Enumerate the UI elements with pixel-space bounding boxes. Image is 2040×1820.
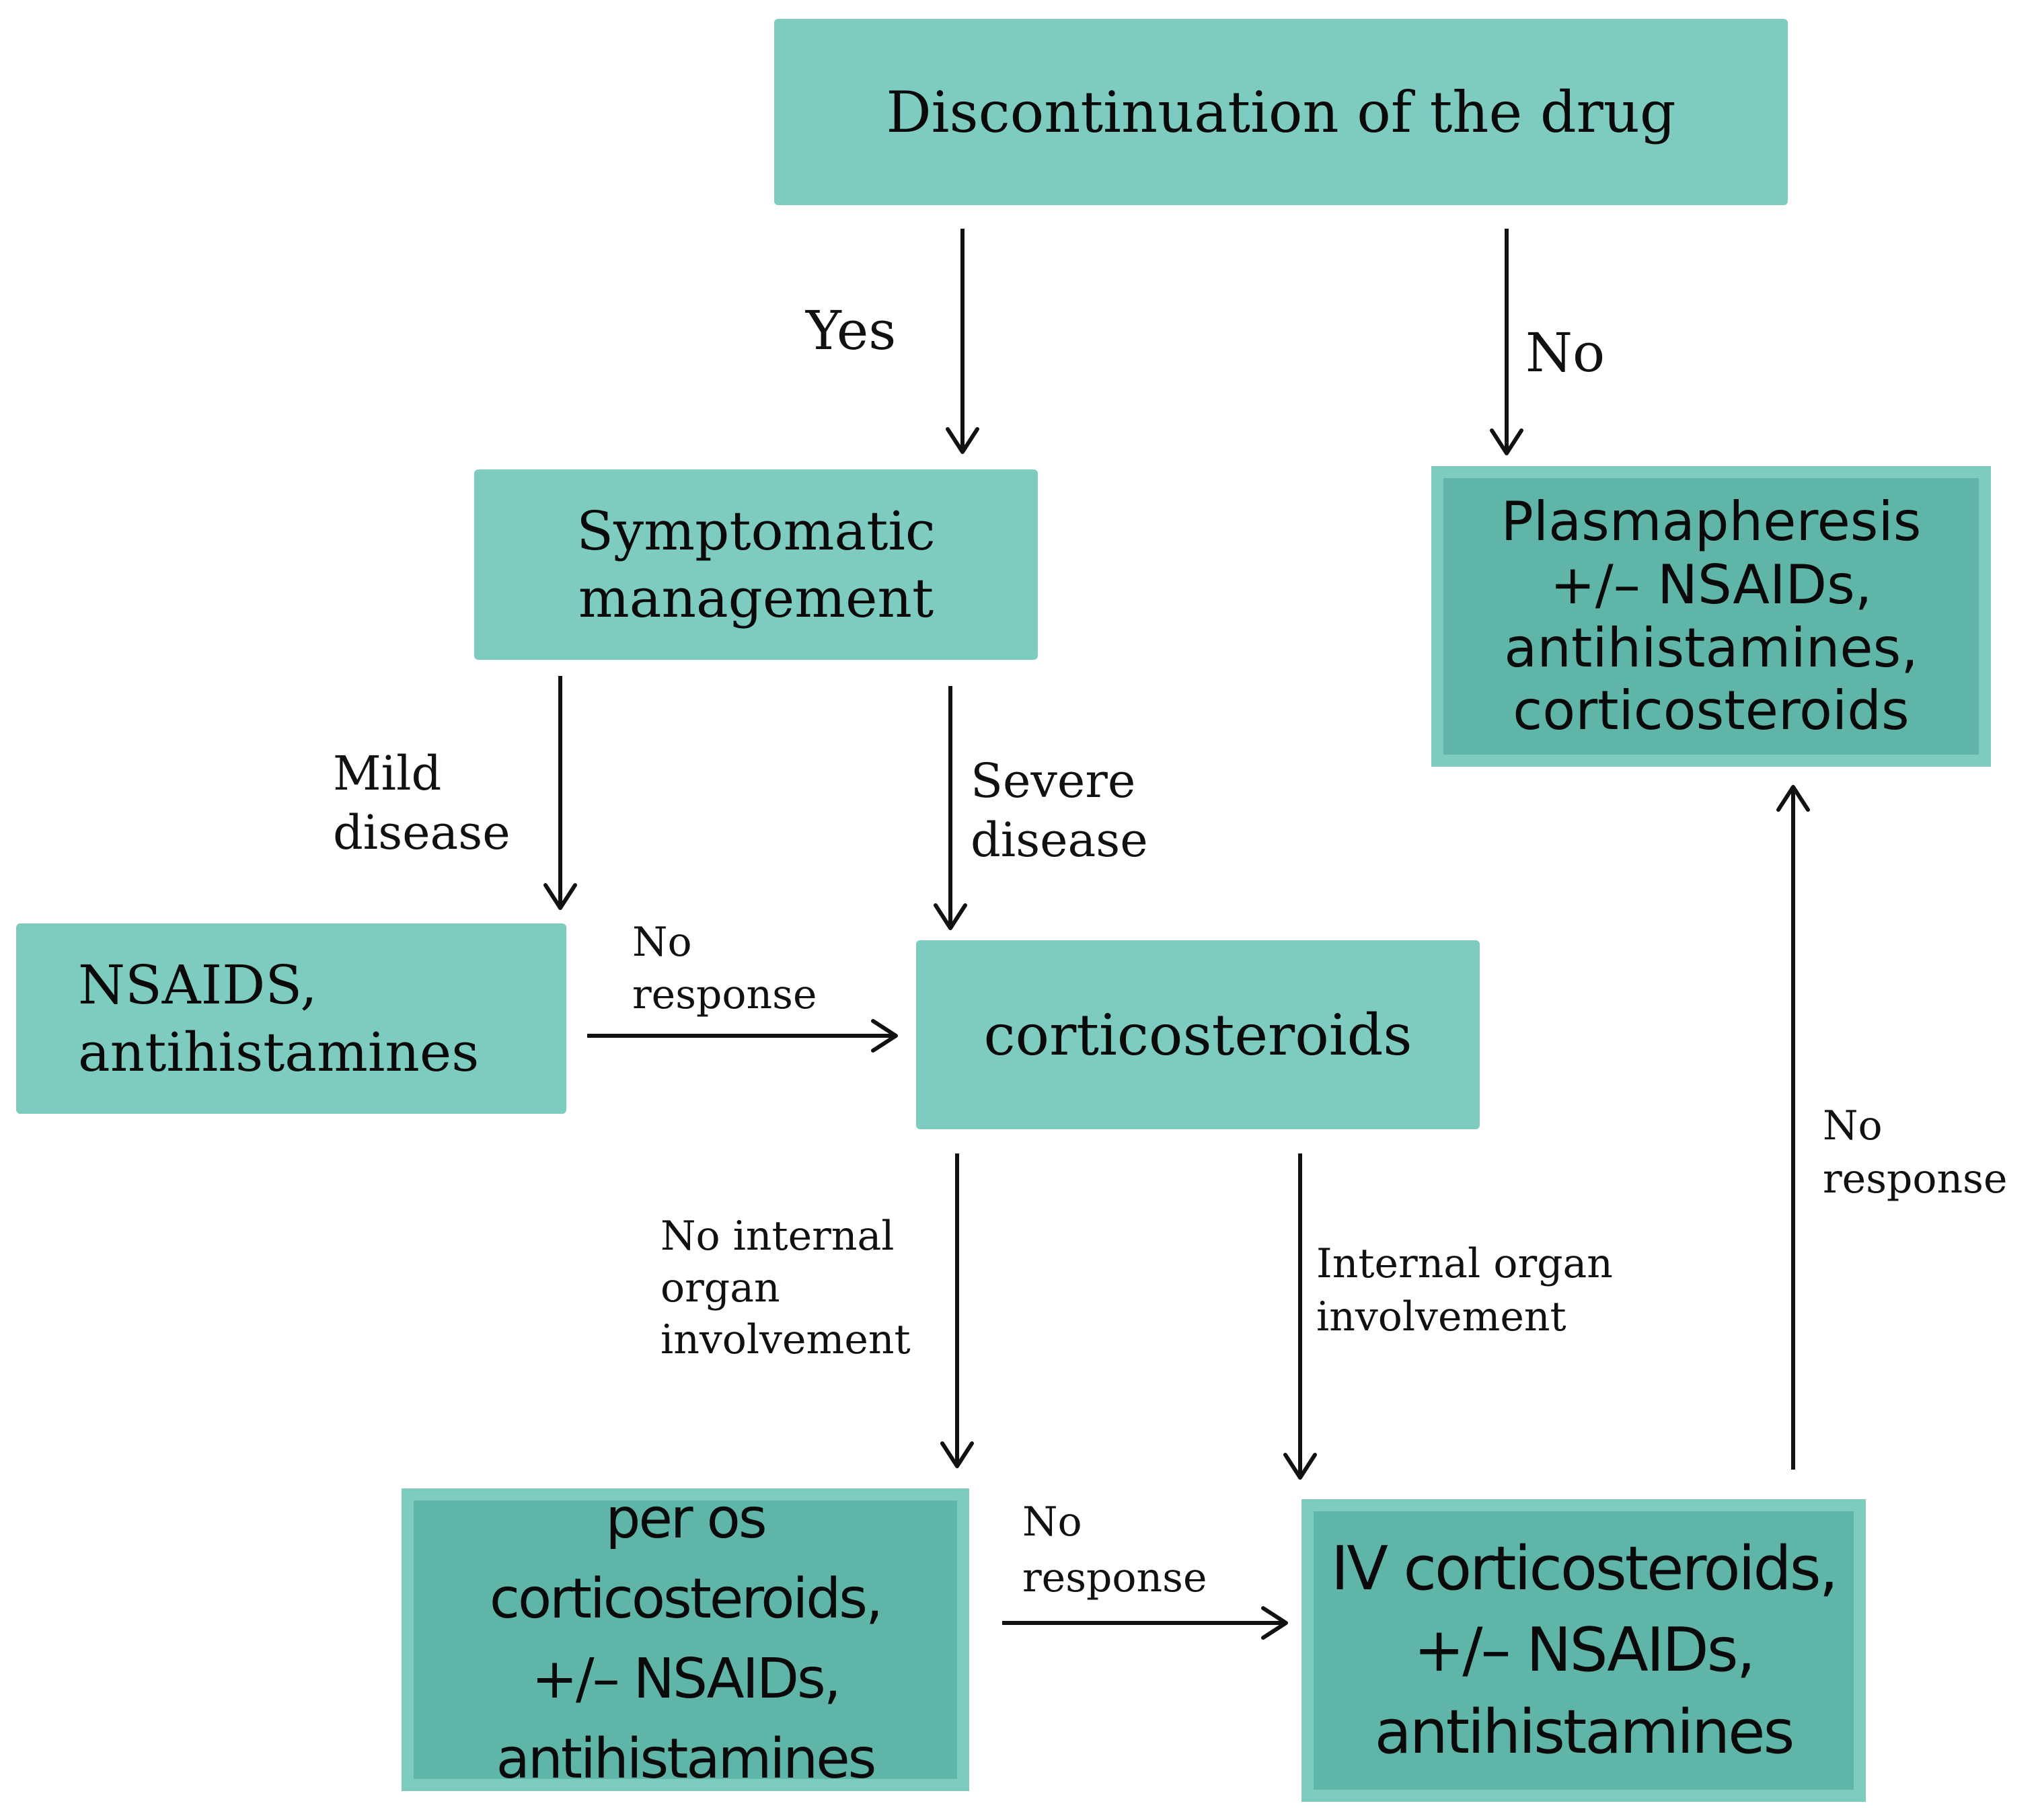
- node-iv-label: IV corticosteroids, +/– NSAIDs, antihist…: [1330, 1533, 1838, 1768]
- edge-label-yes: Yes: [806, 299, 897, 362]
- edge-label-mild-disease: Mild disease: [333, 746, 511, 860]
- arrow-no: [1490, 229, 1523, 455]
- node-per-os-label: per os corticosteroids, +/– NSAIDs, anti…: [489, 1487, 883, 1791]
- node-plasmapheresis: Plasmapheresis +/– NSAIDs, antihistamine…: [1431, 466, 1991, 767]
- edge-label-internal-organ: Internal organ involvement: [1316, 1240, 1613, 1341]
- edge-label-severe-disease: Severe disease: [971, 753, 1148, 868]
- arrow-no-response-2: [1002, 1606, 1288, 1640]
- node-plasmapheresis-label: Plasmapheresis +/– NSAIDs, antihistamine…: [1501, 490, 1922, 743]
- arrow-no-response-1: [587, 1019, 898, 1053]
- arrow-severe-disease: [934, 686, 967, 930]
- edge-label-no: No: [1525, 321, 1605, 384]
- edge-label-no-internal-organ: No internal organ involvement: [660, 1213, 911, 1363]
- edge-label-no-response-1: No response: [632, 919, 817, 1018]
- node-nsaids-label: NSAIDS, antihistamines: [78, 953, 480, 1084]
- node-per-os-corticosteroids: per os corticosteroids, +/– NSAIDs, anti…: [402, 1487, 969, 1791]
- node-symptomatic-management: Symptomatic management: [474, 469, 1038, 660]
- node-discontinuation-label: Discontinuation of the drug: [886, 79, 1676, 145]
- arrow-mild-disease: [543, 676, 577, 910]
- arrow-no-response-3: [1776, 785, 1810, 1470]
- arrow-internal-organ: [1283, 1153, 1317, 1480]
- arrow-no-internal-organ: [940, 1153, 974, 1468]
- edge-label-no-response-2: No response: [1022, 1499, 1207, 1601]
- arrow-yes: [946, 229, 979, 454]
- node-nsaids-antihistamines: NSAIDS, antihistamines: [16, 923, 566, 1114]
- node-discontinuation: Discontinuation of the drug: [774, 19, 1788, 205]
- node-corticosteroids-label: corticosteroids: [983, 1001, 1412, 1068]
- node-symptomatic-label: Symptomatic management: [576, 499, 936, 630]
- node-corticosteroids: corticosteroids: [916, 940, 1480, 1129]
- node-iv-corticosteroids: IV corticosteroids, +/– NSAIDs, antihist…: [1301, 1499, 1866, 1802]
- edge-label-no-response-3: No response: [1823, 1102, 2008, 1203]
